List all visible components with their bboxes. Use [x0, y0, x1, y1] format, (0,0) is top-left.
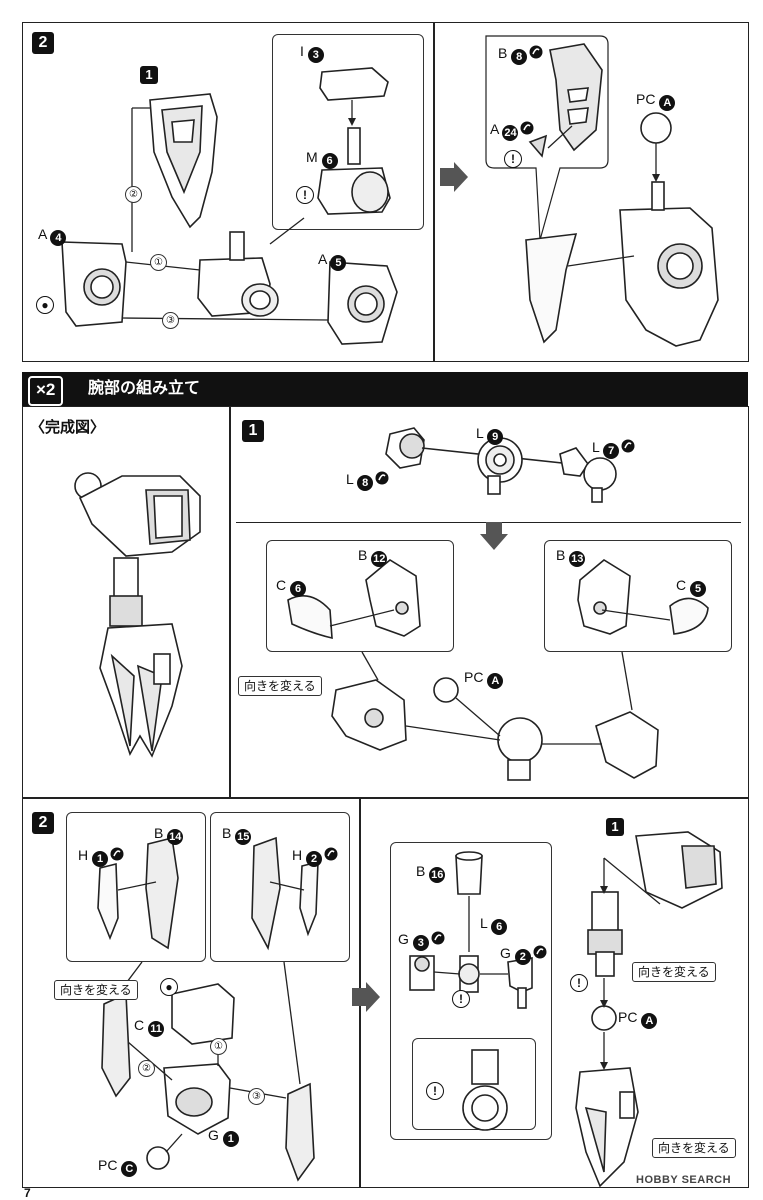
part-label-c11: C 11 [134, 1016, 165, 1037]
part-label-g2: G 2 [500, 944, 547, 965]
warning-icon: ! [504, 150, 522, 168]
glue-icon: ● [36, 296, 54, 314]
part-label-a24: A 24 [490, 120, 534, 141]
part-label-b16: B 16 [416, 863, 446, 883]
part-label-pc-a: PC A [618, 1008, 658, 1029]
part-label-h2: H 2 [292, 846, 338, 867]
complete-view-label: 〈完成図〉 [30, 419, 106, 436]
part-label-pc-a: PC A [636, 90, 676, 111]
part-label-l8: L 8 [346, 470, 389, 491]
step1-shaft-drawing [385, 427, 617, 503]
part-label-pc-c: PC C [98, 1156, 138, 1177]
step2-right-drawing [409, 831, 723, 1188]
step2-left-drawing [97, 836, 319, 1182]
step-number: 1 [242, 420, 264, 442]
turn-over-label: 向きを変える [652, 1138, 736, 1158]
top-right-drawing [485, 35, 719, 347]
part-label-b13: B 13 [556, 547, 586, 567]
order-mark-3: ③ [162, 312, 179, 329]
part-label-l9: L 9 [476, 424, 504, 445]
part-label-h1: H 1 [78, 846, 124, 867]
complete-arm-drawing [74, 472, 201, 758]
warning-icon: ! [426, 1082, 444, 1100]
part-label-l6: L 6 [480, 914, 508, 935]
arrow-down-icon [480, 522, 508, 550]
turn-over-label: 向きを変える [632, 962, 716, 982]
page-number: 7 [24, 1186, 31, 1200]
part-label-b14: B 14 [154, 825, 184, 845]
watermark: HOBBY SEARCH [636, 1174, 732, 1186]
part-label-c5: C 5 [676, 576, 707, 597]
section-title: 腕部の組み立て [88, 380, 201, 397]
warning-icon: ! [570, 974, 588, 992]
step1-lower-drawing [287, 559, 709, 781]
part-label-b15: B 15 [222, 825, 252, 845]
order-mark-2: ② [125, 186, 142, 203]
order-mark-2: ② [138, 1060, 155, 1077]
part-label-a5: A 5 [318, 250, 347, 271]
warning-icon: ! [452, 990, 470, 1008]
order-mark-3: ③ [248, 1088, 265, 1105]
multiplier-badge: ×2 [28, 376, 64, 406]
glue-icon: ● [160, 978, 178, 996]
part-label-c6: C 6 [276, 576, 307, 597]
inner-step-number: 1 [606, 818, 624, 836]
step-number: 2 [32, 32, 54, 54]
inner-step-number: 1 [140, 66, 158, 84]
part-label-m6: M 6 [306, 148, 338, 169]
part-label-i3: I 3 [300, 42, 324, 63]
part-label-pc-a: PC A [464, 668, 504, 689]
part-label-l7: L 7 [592, 438, 635, 459]
turn-over-label: 向きを変える [54, 980, 138, 1000]
order-mark-1: ① [150, 254, 167, 271]
arrow-right-icon [440, 162, 468, 192]
part-label-a4: A 4 [38, 225, 67, 246]
section-header: ×2 腕部の組み立て [22, 372, 748, 406]
panel-divider [433, 23, 435, 361]
part-label-g1: G 1 [208, 1126, 239, 1147]
part-label-b12: B 12 [358, 547, 388, 567]
top-left-drawing [61, 67, 398, 345]
arrow-right-icon [352, 982, 380, 1012]
part-label-g3: G 3 [398, 930, 445, 951]
warning-icon: ! [296, 186, 314, 204]
part-label-b8: B 8 [498, 44, 543, 65]
turn-over-label: 向きを変える [238, 676, 322, 696]
order-mark-1: ① [210, 1038, 227, 1055]
step-number: 2 [32, 812, 54, 834]
